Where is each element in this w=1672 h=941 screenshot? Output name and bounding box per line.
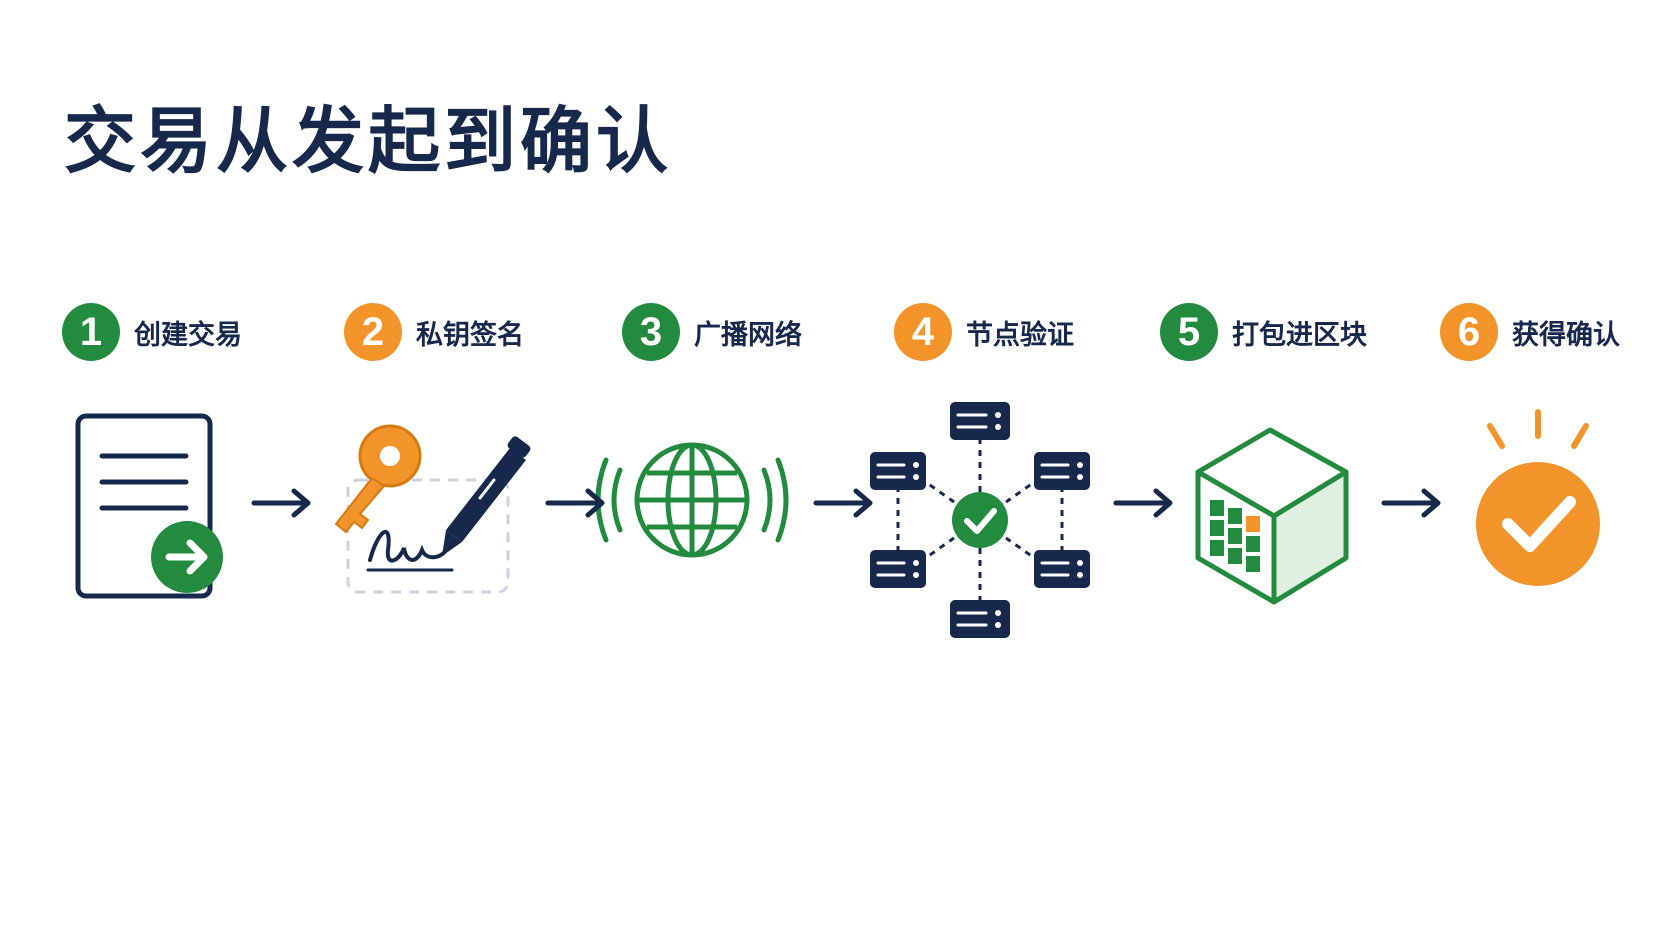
globe-broadcast-icon (595, 442, 789, 558)
page-title: 交易从发起到确认 (64, 99, 673, 183)
step-3-number: 3 (622, 303, 680, 361)
step-3-header: 3 广播网络 (622, 300, 802, 364)
step-4-header: 4 节点验证 (894, 300, 1074, 364)
arrow-right-icon-1 (251, 488, 311, 518)
node-network-verify-icon (870, 402, 1090, 638)
step-5-number: 5 (1160, 303, 1218, 361)
step-6-label: 获得确认 (1512, 319, 1620, 351)
step-2-label: 私钥签名 (416, 319, 524, 351)
key-and-pen-signature-icon (334, 424, 531, 594)
confirmed-check-icon (1476, 409, 1600, 586)
step-6-number: 6 (1440, 303, 1498, 361)
step-5-header: 5 打包进区块 (1160, 300, 1367, 364)
arrow-right-icon-3 (813, 488, 873, 518)
step-4-number: 4 (894, 303, 952, 361)
block-cube-icon (1195, 427, 1349, 605)
step-4-label: 节点验证 (966, 319, 1074, 351)
step-2-header: 2 私钥签名 (344, 300, 524, 364)
step-1-label: 创建交易 (134, 319, 242, 351)
document-send-icon (75, 413, 223, 599)
step-3-label: 广播网络 (694, 319, 802, 351)
step-1-header: 1 创建交易 (62, 300, 242, 364)
step-6-header: 6 获得确认 (1440, 300, 1620, 364)
step-2-number: 2 (344, 303, 402, 361)
arrow-right-icon-4 (1113, 488, 1173, 518)
arrow-right-icon-5 (1381, 488, 1441, 518)
step-5-label: 打包进区块 (1232, 319, 1367, 351)
arrow-right-icon-2 (545, 488, 605, 518)
step-1-number: 1 (62, 303, 120, 361)
